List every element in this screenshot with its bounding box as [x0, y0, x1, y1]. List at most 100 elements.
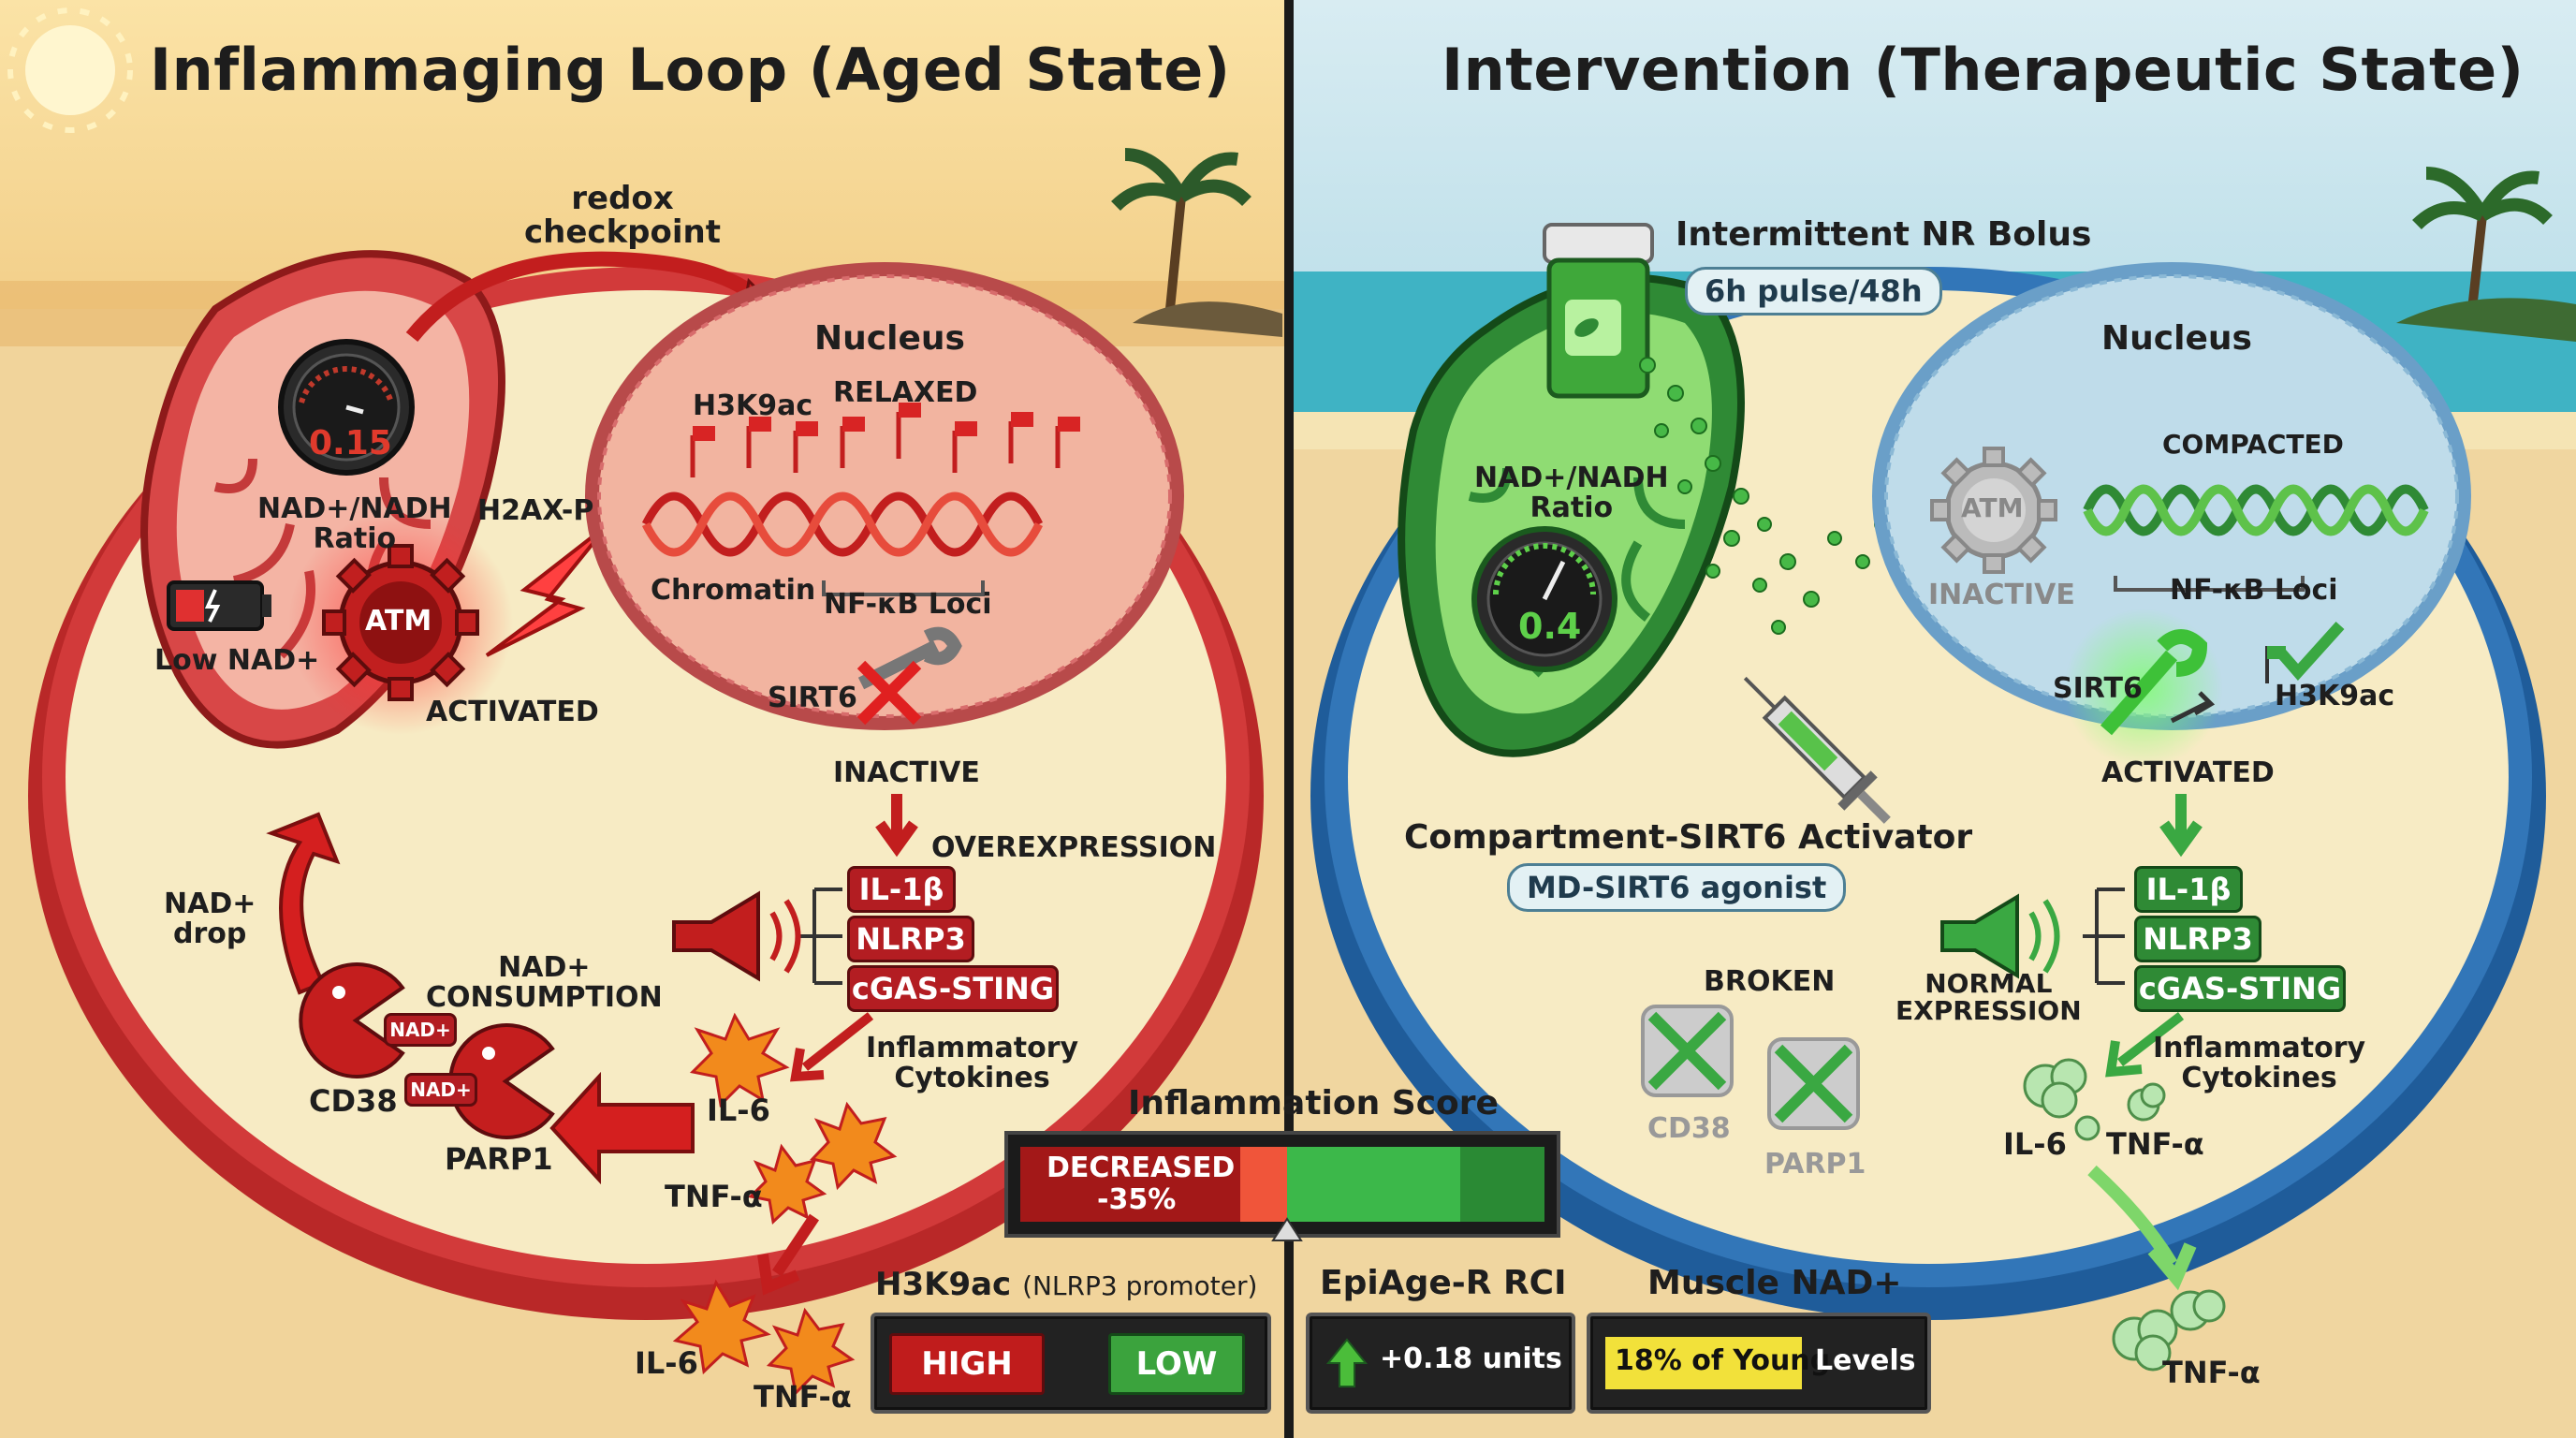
nr-particles [1639, 357, 1889, 635]
low-nad-label: Low NAD+ [154, 644, 320, 677]
nad-ratio-label: NAD+/NADH Ratio [257, 492, 452, 555]
muscle-nad-rest: Levels [1815, 1344, 1916, 1377]
gauge-icon [1471, 526, 1617, 672]
gauge-value: 0.15 [309, 424, 392, 462]
cd38-label: CD38 [309, 1083, 398, 1119]
gauge-value: 0.4 [1518, 606, 1582, 647]
nucleus-label: Nucleus [814, 319, 965, 358]
center-divider [1284, 0, 1294, 1438]
release-arrow [757, 1213, 819, 1296]
syringe-icon [1743, 676, 1891, 824]
megaphone-icon [672, 890, 801, 982]
gene-il1b: IL-1β [847, 866, 956, 913]
cytokine-burst [672, 1012, 898, 1397]
atm-activated-label: ACTIVATED [426, 696, 599, 728]
gear-icon [1930, 447, 2057, 574]
tnf-released-label: TNF-α [754, 1379, 852, 1415]
h3k9ac-metric-sub: (NLRP3 promoter) [1022, 1270, 1258, 1301]
h3k9ac-panel: HIGH LOW [871, 1313, 1271, 1414]
agonist-tag: MD-SIRT6 agonist [1507, 863, 1847, 912]
inflammation-score-bar [1004, 1131, 1560, 1241]
high-indicator: HIGH [889, 1333, 1045, 1395]
lightning-icon [485, 522, 610, 657]
h3k9ac-metric-label: H3K9ac [875, 1266, 1012, 1303]
low-indicator: LOW [1108, 1333, 1245, 1395]
tnf-label: TNF-α [2106, 1126, 2204, 1162]
atm-label: ATM [365, 605, 432, 638]
redox-checkpoint-label: redox checkpoint [524, 180, 721, 251]
inflammatory-cytokines-label: Inflammatory Cytokines [2153, 1032, 2366, 1094]
atm-inactive-label: INACTIVE [1928, 579, 2075, 611]
sirt6-activated-label: ACTIVATED [2101, 756, 2275, 789]
wrench-icon [2064, 609, 2223, 768]
epiage-value: +0.18 units [1380, 1343, 1562, 1375]
parp1-label: PARP1 [1764, 1148, 1866, 1181]
nad-token: NAD+ [384, 1013, 457, 1047]
cytokine-arrow [790, 1012, 874, 1082]
cross-icon [856, 660, 922, 726]
branch-lines [2083, 888, 2125, 985]
gene-cgas-sting: cGAS-STING [2134, 965, 2346, 1012]
activator-label: Compartment-SIRT6 Activator [1404, 818, 1973, 857]
chromatin-label: Chromatin [651, 574, 816, 607]
sirt6-inactive-label: INACTIVE [833, 756, 980, 789]
percent-label: -35% [1097, 1183, 1177, 1216]
il6-label: IL-6 [707, 1093, 770, 1128]
nucleus-label: Nucleus [2101, 319, 2252, 358]
sirt6-label: SIRT6 [2053, 672, 2143, 705]
normal-expression-label: NORMAL EXPRESSION [1895, 968, 2082, 1027]
left-title: Inflammaging Loop (Aged State) [150, 36, 1231, 104]
muscle-nad-title: Muscle NAD+ [1647, 1264, 1902, 1302]
palm-tree-icon [1111, 148, 1282, 337]
pill-bottle-icon [1543, 223, 1654, 399]
gene-il1b: IL-1β [2134, 866, 2243, 913]
down-arrow [2159, 794, 2203, 858]
atm-label: ATM [1961, 492, 2024, 523]
decreased-label: DECREASED [1046, 1152, 1236, 1184]
tnf-label: TNF-α [665, 1179, 763, 1214]
h3k9ac-label: H3K9ac [2275, 680, 2395, 712]
cytokine-cloud [2023, 1058, 2226, 1372]
nad-ratio-label: NAD+/NADH Ratio [1474, 462, 1669, 524]
nfkb-loci-label: NF-κB Loci [2170, 574, 2338, 607]
right-title: Intervention (Therapeutic State) [1442, 36, 2525, 104]
check-icon [2265, 621, 2345, 683]
muscle-nad-fill [1605, 1337, 1802, 1389]
compacted-label: COMPACTED [2162, 429, 2344, 460]
epiage-panel: +0.18 units [1306, 1313, 1575, 1414]
sirt6-label: SIRT6 [768, 682, 857, 714]
relaxed-chromatin [641, 403, 1080, 596]
cytokine-arrow [2105, 1012, 2185, 1078]
battery-icon [167, 580, 271, 631]
branch-lines [800, 888, 842, 985]
cycle-arrows [266, 812, 695, 1185]
pulse-tag: 6h pulse/48h [1685, 267, 1942, 315]
release-arrow [2087, 1165, 2197, 1291]
aged-nucleus [585, 262, 1184, 730]
relaxed-label: RELAXED [833, 376, 978, 409]
gear-icon [288, 510, 513, 735]
h2ax-label: H2AX-P [477, 494, 594, 527]
il6-released-label: IL-6 [635, 1345, 698, 1381]
pacman-icon [299, 962, 405, 1078]
nfkb-loci-label: NF-κB Loci [824, 588, 992, 621]
inflammatory-cytokines-label: Inflammatory Cytokines [866, 1032, 1079, 1094]
nr-bolus-label: Intermittent NR Bolus [1676, 215, 2092, 254]
overexpression-label: OVEREXPRESSION [931, 831, 1217, 864]
disabled-enzyme-icon [1641, 1005, 1734, 1097]
gene-cgas-sting: cGAS-STING [847, 965, 1059, 1012]
gene-nlrp3: NLRP3 [847, 916, 974, 962]
inflammation-score-title: Inflammation Score [1128, 1084, 1499, 1123]
muscle-nad-panel: 18% of Young Levels [1587, 1313, 1931, 1414]
parp1-label: PARP1 [445, 1141, 553, 1177]
score-marker [1271, 1217, 1303, 1241]
gene-nlrp3: NLRP3 [2134, 916, 2261, 962]
broken-label: BROKEN [1704, 965, 1836, 998]
nad-drop-label: NAD+ drop [164, 888, 256, 950]
h3k9ac-label: H3K9ac [693, 389, 813, 422]
sun-icon [7, 7, 133, 133]
muscle-nad-highlight: 18% of Young [1615, 1344, 1831, 1377]
nad-token: NAD+ [404, 1073, 477, 1107]
palm-tree-icon [2396, 167, 2576, 342]
